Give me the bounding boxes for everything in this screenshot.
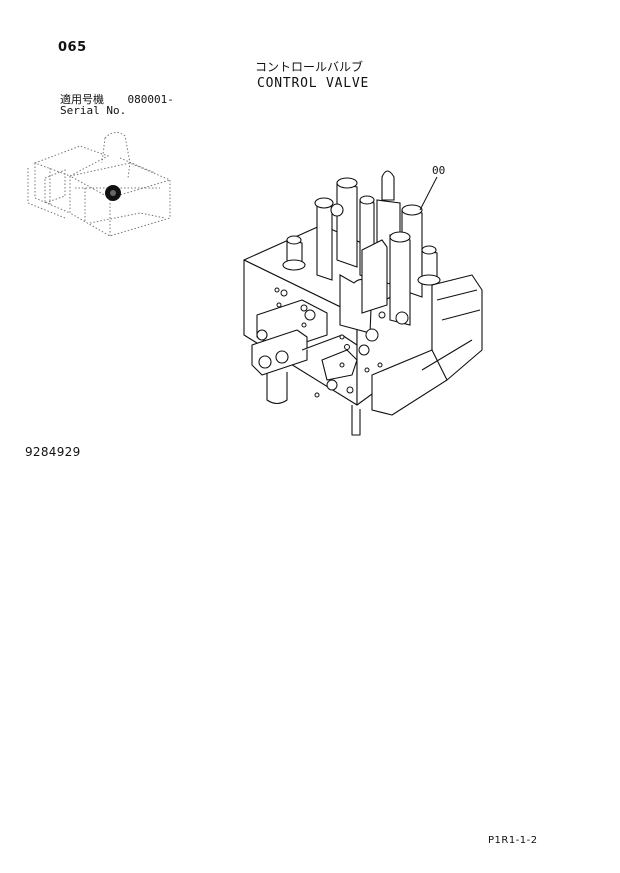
callout-label: 00 — [432, 164, 446, 177]
serial-label-japanese: 適用号機 — [60, 93, 104, 106]
serial-number-block: 適用号機 080001- Serial No. — [60, 94, 174, 116]
serial-number-value: 080001- — [127, 93, 174, 106]
control-valve-drawing-icon — [243, 170, 483, 436]
part-code: 9284929 — [25, 445, 81, 459]
page-title: CONTROL VALVE — [257, 76, 370, 91]
serial-label: Serial No. — [60, 104, 127, 117]
callout-leader-line — [419, 176, 438, 211]
machine-locator-icon — [27, 132, 171, 237]
page-number: 065 — [58, 40, 87, 55]
valve-location-marker — [105, 185, 121, 201]
page-title-japanese: コントロールバルブ — [255, 60, 364, 74]
footer-code: P1R1-1-2 — [488, 835, 538, 846]
